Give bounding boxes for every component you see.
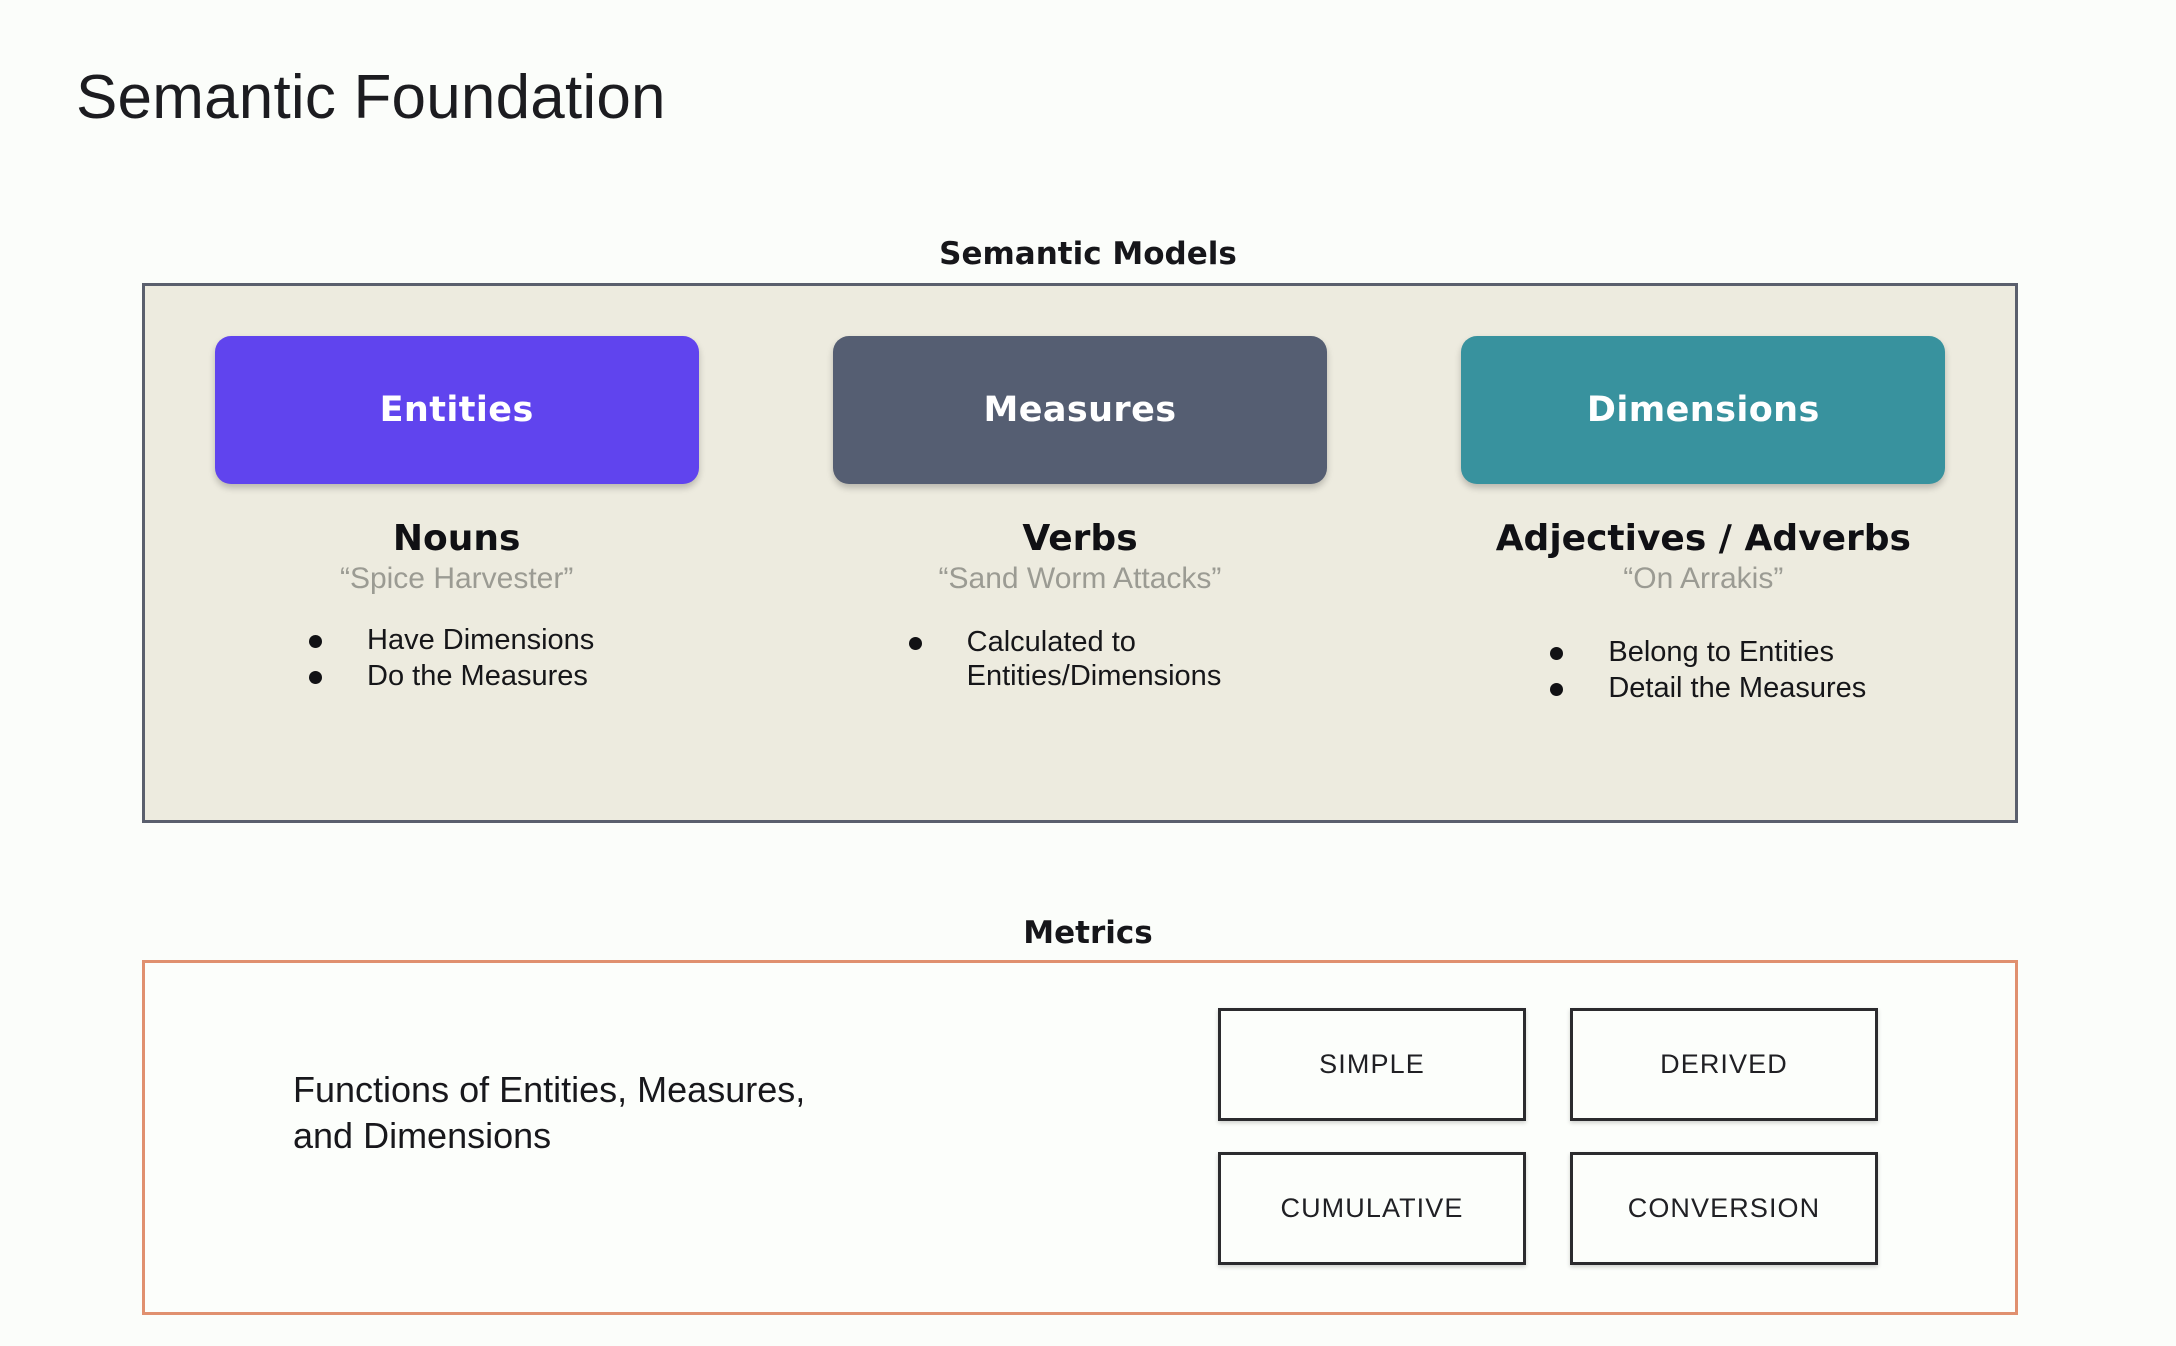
list-item: Detail the Measures xyxy=(1550,671,1866,705)
metric-box-label: CUMULATIVE xyxy=(1280,1193,1464,1223)
metrics-caption: Metrics xyxy=(1023,915,1153,951)
bullet-list-measures: Calculated to Entities/Dimensions xyxy=(908,625,1222,695)
semantic-models-columns: Entities Nouns “Spice Harvester” Have Di… xyxy=(145,286,2015,820)
semantic-models-caption: Semantic Models xyxy=(939,236,1237,272)
page-title: Semantic Foundation xyxy=(76,63,666,132)
list-item: Belong to Entities xyxy=(1550,635,1866,669)
part-of-speech-entities: Nouns xyxy=(392,518,521,559)
model-card-label-measures: Measures xyxy=(983,390,1177,430)
bullet-dot-icon xyxy=(309,671,323,685)
metric-type-grid: SIMPLE DERIVED CUMULATIVE CONVERSION xyxy=(1218,1008,1878,1265)
example-phrase-measures: “Sand Worm Attacks” xyxy=(938,561,1222,595)
model-column-dimensions: Dimensions Adjectives / Adverbs “On Arra… xyxy=(1392,286,2015,820)
list-item: Do the Measures xyxy=(309,659,594,693)
part-of-speech-measures: Verbs xyxy=(1022,518,1138,559)
bullet-dot-icon xyxy=(1550,683,1564,697)
bullet-text: Calculated to Entities/Dimensions xyxy=(966,625,1222,693)
model-column-measures: Measures Verbs “Sand Worm Attacks” Calcu… xyxy=(768,286,1391,820)
metric-box-derived[interactable]: DERIVED xyxy=(1570,1008,1878,1121)
metric-box-label: SIMPLE xyxy=(1319,1049,1425,1079)
bullet-text: Detail the Measures xyxy=(1608,672,1867,705)
metric-box-conversion[interactable]: CONVERSION xyxy=(1570,1152,1878,1265)
list-item: Have Dimensions xyxy=(309,623,594,657)
bullet-dot-icon xyxy=(908,636,922,650)
metrics-description: Functions of Entities, Measures, and Dim… xyxy=(293,1069,806,1157)
metric-box-label: DERIVED xyxy=(1660,1049,1788,1079)
bullet-list-dimensions: Belong to Entities Detail the Measures xyxy=(1550,635,1866,707)
model-card-label-dimensions: Dimensions xyxy=(1586,390,1820,430)
bullet-dot-icon xyxy=(1550,646,1564,660)
bullet-list-entities: Have Dimensions Do the Measures xyxy=(309,623,594,695)
example-phrase-entities: “Spice Harvester” xyxy=(339,561,574,595)
list-item: Calculated to Entities/Dimensions xyxy=(908,625,1222,693)
example-phrase-dimensions: “On Arrakis” xyxy=(1623,561,1784,595)
model-card-dimensions[interactable]: Dimensions xyxy=(1461,336,1946,484)
model-column-entities: Entities Nouns “Spice Harvester” Have Di… xyxy=(145,286,768,820)
semantic-models-panel: Entities Nouns “Spice Harvester” Have Di… xyxy=(142,283,2018,823)
metrics-panel: Functions of Entities, Measures, and Dim… xyxy=(142,960,2018,1315)
model-card-label-entities: Entities xyxy=(379,390,534,430)
bullet-text: Belong to Entities xyxy=(1608,635,1835,668)
bullet-text: Have Dimensions xyxy=(367,623,595,656)
metric-box-label: CONVERSION xyxy=(1627,1193,1821,1223)
bullet-dot-icon xyxy=(309,634,323,648)
part-of-speech-dimensions: Adjectives / Adverbs xyxy=(1495,518,1911,559)
metric-box-cumulative[interactable]: CUMULATIVE xyxy=(1218,1152,1526,1265)
metric-box-simple[interactable]: SIMPLE xyxy=(1218,1008,1526,1121)
bullet-text: Do the Measures xyxy=(367,660,588,693)
model-card-measures[interactable]: Measures xyxy=(832,336,1327,484)
model-card-entities[interactable]: Entities xyxy=(214,336,699,484)
